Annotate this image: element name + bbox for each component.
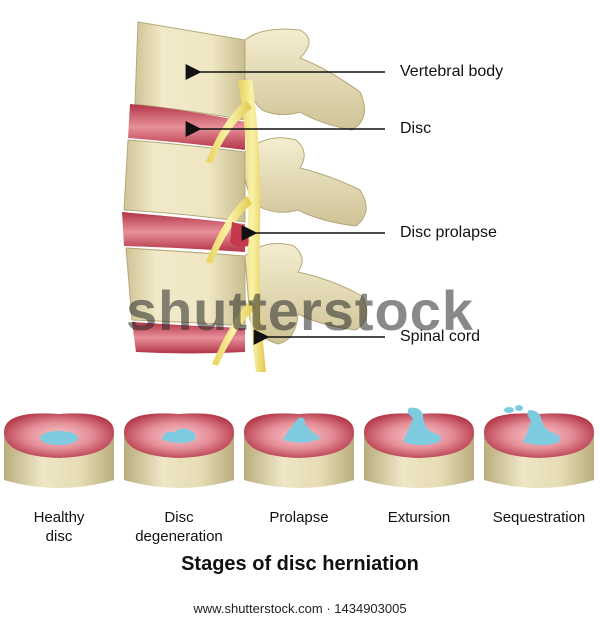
stage-label-line: degeneration: [135, 528, 223, 545]
image-id-footer: www.shutterstock.com · 1434903005: [193, 601, 407, 616]
label-vertebral-body: Vertebral body: [400, 63, 504, 80]
disc-stage-2: [124, 413, 234, 488]
stage-label-line: Prolapse: [269, 509, 329, 526]
disc-middle: [122, 212, 245, 252]
spinous-process-2: [244, 137, 367, 227]
spinous-process-3: [244, 243, 368, 345]
stage-label-extrusion: Extursion: [361, 508, 477, 527]
stage-label-sequestration: Sequestration: [481, 508, 597, 527]
vertebral-body-middle: [123, 139, 246, 223]
label-disc: Disc: [400, 120, 432, 137]
disc-lower: [132, 322, 245, 354]
stage-label-line: Sequestration: [492, 509, 586, 526]
disc-stage-1: [4, 413, 114, 488]
stage-label-line: Healthy: [33, 509, 85, 526]
stage-label-line: Disc: [164, 509, 194, 526]
label-spinal-cord: Spinal cord: [400, 328, 481, 345]
spinous-process-1: [244, 28, 365, 131]
stage-label-line: Extursion: [387, 509, 451, 526]
vertebral-body-lower: [125, 247, 246, 327]
stage-label-prolapse: Prolapse: [241, 508, 357, 527]
callout-arrows: [185, 64, 385, 345]
stage-label-healthy: Healthy disc: [1, 508, 117, 546]
spine-column: [122, 21, 368, 372]
nerve-root-2: [206, 196, 252, 264]
disc-stage-5: [484, 405, 594, 488]
stage-label-line: disc: [45, 528, 73, 545]
nerve-root-3: [212, 300, 256, 366]
vertebral-body-top: [134, 21, 246, 121]
disc-prolapse-bulge: [230, 222, 249, 248]
page-title: Stages of disc herniation: [181, 553, 419, 575]
label-disc-prolapse: Disc prolapse: [400, 224, 497, 241]
disc-stage-3: [244, 413, 354, 488]
disc-stage-4: [364, 407, 474, 488]
stage-label-degeneration: Disc degeneration: [121, 508, 237, 546]
nerve-root-1: [206, 100, 252, 164]
